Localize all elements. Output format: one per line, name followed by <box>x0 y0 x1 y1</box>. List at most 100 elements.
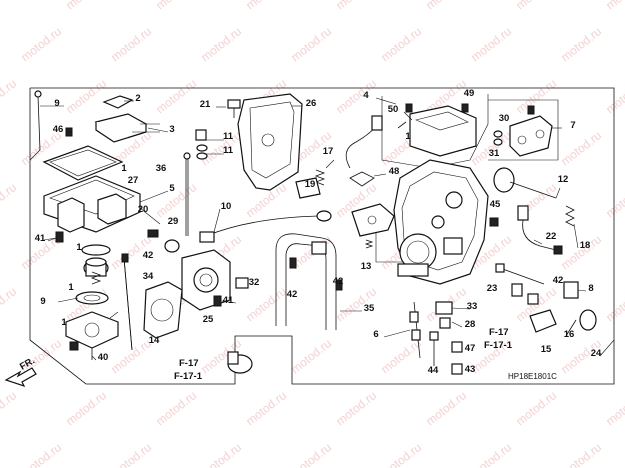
callout-1: 1 <box>61 317 67 328</box>
front-direction-indicator: FR. <box>4 355 37 388</box>
callout-20: 20 <box>138 204 149 215</box>
callout-1: 1 <box>76 242 82 253</box>
watermark-text: motod.ru <box>63 388 109 428</box>
watermark-text: motod.ru <box>333 76 379 116</box>
callout-11: 11 <box>223 131 234 142</box>
reference-label: F-17 <box>489 327 509 338</box>
watermark-text: motod.ru <box>153 76 199 116</box>
callout-31: 31 <box>489 148 500 159</box>
leader-lines <box>40 97 615 372</box>
watermark-text: motod.ru <box>288 440 334 468</box>
watermark-text: motod.ru <box>243 284 289 324</box>
callout-42: 42 <box>143 250 154 261</box>
watermark-text: motod.ru <box>378 336 424 376</box>
watermark-text: motod.ru <box>243 0 289 12</box>
right-components <box>489 105 597 337</box>
callout-30: 30 <box>499 113 510 124</box>
callout-33: 33 <box>467 301 478 312</box>
callout-3: 3 <box>169 124 174 135</box>
callout-36: 36 <box>156 163 167 174</box>
watermark-text: motod.ru <box>513 388 559 428</box>
watermark-text: motod.ru <box>0 284 19 324</box>
reference-label: F-17-1 <box>484 340 513 351</box>
callout-41: 41 <box>223 295 234 306</box>
callout-35: 35 <box>364 303 375 314</box>
callout-1: 1 <box>121 163 127 174</box>
callout-2: 2 <box>135 93 140 104</box>
callout-6: 6 <box>373 329 378 340</box>
diagram-code: HP18E1801C <box>508 372 557 381</box>
watermark-text: motod.ru <box>423 0 469 12</box>
callout-9: 9 <box>54 98 59 109</box>
watermark-text: motod.ru <box>198 440 244 468</box>
callout-1: 1 <box>68 282 74 293</box>
reference-label: F-17-1 <box>174 371 203 382</box>
watermark-text: motod.ru <box>63 0 109 12</box>
callout-44: 44 <box>428 365 439 376</box>
callout-17: 17 <box>323 146 334 157</box>
callout-13: 13 <box>361 261 372 272</box>
callout-19: 19 <box>305 179 316 190</box>
callout-22: 22 <box>546 231 557 242</box>
reference-labels: F-17F-17-1F-17F-17-1 <box>174 327 513 382</box>
watermark-text: motod.ru <box>558 128 604 168</box>
callout-46: 46 <box>53 124 64 135</box>
watermark-text: motod.ru <box>108 24 154 64</box>
watermark-text: motod.ru <box>558 232 604 272</box>
callout-27: 27 <box>128 175 139 186</box>
watermark-text: motod.ru <box>333 0 379 12</box>
callout-50: 50 <box>388 104 399 115</box>
watermark-text: motod.ru <box>333 388 379 428</box>
watermark-text: motod.ru <box>63 76 109 116</box>
callout-25: 25 <box>203 314 214 325</box>
top-cover-group <box>227 93 383 199</box>
callout-14: 14 <box>149 335 160 346</box>
watermark-text: motod.ru <box>18 440 64 468</box>
watermark-text: motod.ru <box>243 388 289 428</box>
callout-43: 43 <box>465 364 476 375</box>
callout-32: 32 <box>249 277 260 288</box>
callout-40: 40 <box>98 352 109 363</box>
watermark-text: motod.ru <box>423 388 469 428</box>
callout-labels: 1234567899101111121314151617181920212223… <box>35 88 602 376</box>
watermark-text: motod.ru <box>378 440 424 468</box>
watermark-text: motod.ru <box>558 24 604 64</box>
carburetor-body <box>351 103 489 375</box>
callout-34: 34 <box>143 271 154 282</box>
callout-24: 24 <box>591 348 602 359</box>
front-arrow-icon <box>4 367 37 388</box>
vent-hose-group <box>275 233 343 330</box>
callout-16: 16 <box>564 329 575 340</box>
callout-11: 11 <box>223 145 234 156</box>
watermark-text: motod.ru <box>603 0 625 12</box>
callout-29: 29 <box>168 216 179 227</box>
callout-42: 42 <box>287 289 298 300</box>
callout-8: 8 <box>588 283 593 294</box>
reference-label: F-17 <box>179 358 199 369</box>
watermark-text: motod.ru <box>288 24 334 64</box>
watermark-text: motod.ru <box>198 24 244 64</box>
watermark-text: motod.ru <box>18 24 64 64</box>
hose-and-holder-group <box>121 129 332 374</box>
callout-42: 42 <box>333 276 344 287</box>
watermark-text: motod.ru <box>513 0 559 12</box>
watermark-text: motod.ru <box>513 76 559 116</box>
callout-4: 4 <box>363 90 369 101</box>
watermark-text: motod.ru <box>0 76 19 116</box>
callout-48: 48 <box>389 166 400 177</box>
callout-41: 41 <box>35 233 46 244</box>
callout-7: 7 <box>570 120 575 131</box>
callout-9: 9 <box>40 296 45 307</box>
watermark-text: motod.ru <box>558 440 604 468</box>
float-chamber-group <box>34 90 161 360</box>
watermark-text: motod.ru <box>468 24 514 64</box>
callout-12: 12 <box>558 174 569 185</box>
watermark-text: motod.ru <box>153 0 199 12</box>
callout-15: 15 <box>541 344 552 355</box>
watermark-text: motod.ru <box>108 440 154 468</box>
callout-23: 23 <box>487 283 498 294</box>
watermark-text: motod.ru <box>288 336 334 376</box>
callout-28: 28 <box>465 319 476 330</box>
